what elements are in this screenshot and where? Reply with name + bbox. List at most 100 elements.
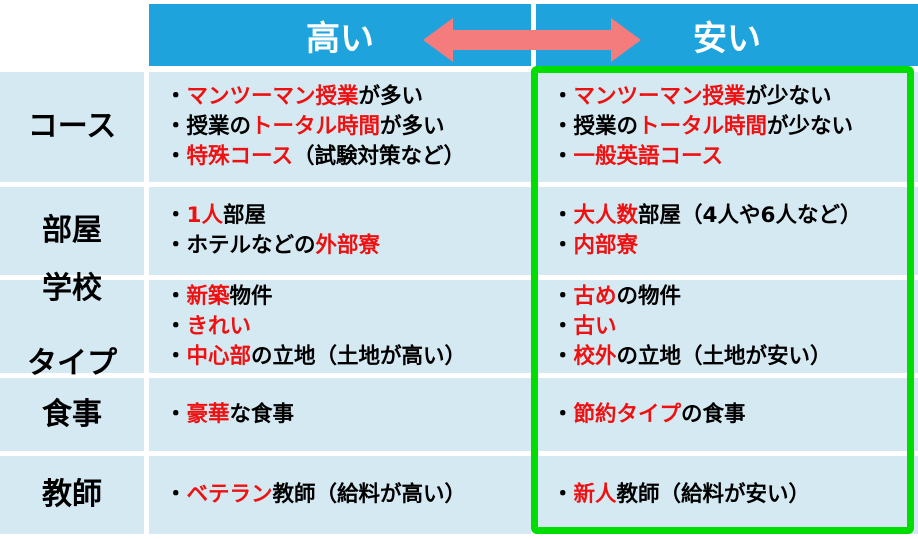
plain-text: 授業の — [186, 114, 252, 139]
highlight-text: 外部寮 — [315, 233, 381, 258]
highlight-text: 古め — [573, 283, 617, 309]
high-cell: ・1人部屋・ホテルなどの外部寮 — [149, 187, 531, 275]
highlight-text: 特殊コース — [186, 144, 293, 169]
row-label-text: 学校 — [42, 271, 102, 307]
plain-text: ・ — [165, 203, 187, 228]
bullet-line: ・授業のトータル時間が多い — [165, 112, 531, 142]
row-label-text: コース — [27, 109, 117, 145]
plain-text: ・ — [552, 283, 574, 309]
highlight-text: マンツーマン授業 — [573, 84, 746, 109]
bullet-line: ・中心部の立地（土地が高い） — [165, 342, 531, 372]
highlight-text: 内部寮 — [573, 233, 639, 258]
highlight-text: 校外 — [573, 343, 617, 369]
bullet-line: ・マンツーマン授業が少ない — [552, 82, 918, 112]
plain-text: の物件 — [616, 283, 682, 309]
plain-text: ・ — [552, 401, 574, 427]
plain-text: が少ない — [745, 84, 832, 109]
highlight-text: ベテラン — [186, 482, 273, 507]
row-label-text: 部屋 — [42, 213, 102, 249]
row-label-text: 教師 — [42, 477, 102, 513]
high-cell: ・ベテラン教師（給料が高い） — [149, 456, 531, 534]
plain-text: （試験対策など） — [292, 144, 465, 169]
plain-text: ・ — [165, 84, 187, 109]
bullet-line: ・授業のトータル時間が少ない — [552, 112, 918, 142]
bullet-line: ・新築物件 — [165, 282, 531, 312]
plain-text: 部屋 — [222, 203, 266, 228]
plain-text: ホテルなどの — [186, 233, 316, 258]
high-cell: ・豪華な食事 — [149, 378, 531, 451]
highlight-text: 中心部 — [186, 343, 252, 369]
highlight-text: トータル時間 — [638, 114, 768, 139]
row-label: 教師 — [0, 456, 144, 534]
highlight-text: トータル時間 — [251, 114, 381, 139]
bullet-line: ・豪華な食事 — [165, 400, 531, 430]
high-cell: ・マンツーマン授業が多い・授業のトータル時間が多い・特殊コース（試験対策など） — [149, 72, 531, 182]
plain-text: ・ — [165, 144, 187, 169]
high-cell: ・新築物件・きれい・中心部の立地（土地が高い） — [149, 280, 531, 373]
plain-text: ・ — [552, 144, 574, 169]
plain-text: が多い — [380, 114, 445, 139]
plain-text: ・ — [165, 343, 187, 369]
bullet-line: ・マンツーマン授業が多い — [165, 82, 531, 112]
plain-text: ・ — [552, 203, 574, 228]
plain-text: ・ — [165, 401, 187, 427]
bullet-line: ・きれい — [165, 312, 531, 342]
plain-text: ・ — [552, 233, 574, 258]
cheap-cell: ・新人教師（給料が安い） — [536, 456, 918, 534]
cheap-cell: ・節約タイプの食事 — [536, 378, 918, 451]
row-label: コース — [0, 72, 144, 182]
header-cheap-label: 安い — [693, 18, 761, 59]
plain-text: ・ — [165, 233, 187, 258]
plain-text: ・ — [552, 343, 574, 369]
highlight-text: きれい — [186, 313, 252, 339]
plain-text: の食事 — [681, 401, 746, 427]
plain-text: 教師（給料が安い） — [616, 482, 811, 507]
row-label-text: 食事 — [42, 396, 102, 432]
highlight-text: 新人 — [573, 482, 617, 507]
highlight-text: 豪華 — [186, 401, 230, 427]
highlight-text: 一般英語コース — [573, 144, 723, 169]
plain-text: の立地（土地が安い） — [616, 343, 832, 369]
plain-text: 授業の — [573, 114, 639, 139]
bullet-line: ・ホテルなどの外部寮 — [165, 231, 531, 261]
bullet-line: ・大人数部屋（4人や6人など） — [552, 201, 918, 231]
header-high-label: 高い — [306, 18, 374, 59]
plain-text: 教師（給料が高い） — [272, 482, 467, 507]
plain-text: が多い — [358, 84, 424, 109]
plain-text: 物件 — [229, 283, 273, 309]
plain-text: 部屋（4人や6人など） — [638, 203, 862, 228]
highlight-text: マンツーマン授業 — [186, 84, 359, 109]
plain-text: ・ — [552, 84, 574, 109]
bullet-line: ・特殊コース（試験対策など） — [165, 142, 531, 172]
double-arrow-icon — [423, 18, 641, 62]
cheap-cell: ・大人数部屋（4人や6人など）・内部寮 — [536, 187, 918, 275]
plain-text: ・ — [552, 482, 574, 507]
row-label: 部屋 — [0, 187, 144, 275]
highlight-text: 節約タイプ — [573, 401, 682, 427]
bullet-line: ・古めの物件 — [552, 282, 918, 312]
highlight-text: 大人数 — [573, 203, 639, 228]
row-label: 学校タイプ — [0, 271, 144, 381]
plain-text: ・ — [552, 313, 574, 339]
plain-text: ・ — [165, 283, 187, 309]
plain-text: ・ — [165, 114, 187, 139]
plain-text: な食事 — [229, 401, 295, 427]
bullet-line: ・節約タイプの食事 — [552, 400, 918, 430]
bullet-line: ・ベテラン教師（給料が高い） — [165, 480, 531, 510]
plain-text: ・ — [165, 482, 187, 507]
plain-text: ・ — [552, 114, 574, 139]
bullet-line: ・新人教師（給料が安い） — [552, 480, 918, 510]
cheap-cell: ・マンツーマン授業が少ない・授業のトータル時間が少ない・一般英語コース — [536, 72, 918, 182]
highlight-text: 新築 — [186, 283, 230, 309]
plain-text: ・ — [165, 313, 187, 339]
bullet-line: ・古い — [552, 312, 918, 342]
plain-text: が少ない — [767, 114, 854, 139]
bullet-line: ・校外の立地（土地が安い） — [552, 342, 918, 372]
row-label-text: タイプ — [27, 346, 117, 382]
row-label: 食事 — [0, 378, 144, 451]
bullet-line: ・1人部屋 — [165, 201, 531, 231]
bullet-line: ・一般英語コース — [552, 142, 918, 172]
plain-text: の立地（土地が高い） — [251, 343, 467, 369]
cheap-cell: ・古めの物件・古い・校外の立地（土地が安い） — [536, 280, 918, 373]
bullet-line: ・内部寮 — [552, 231, 918, 261]
